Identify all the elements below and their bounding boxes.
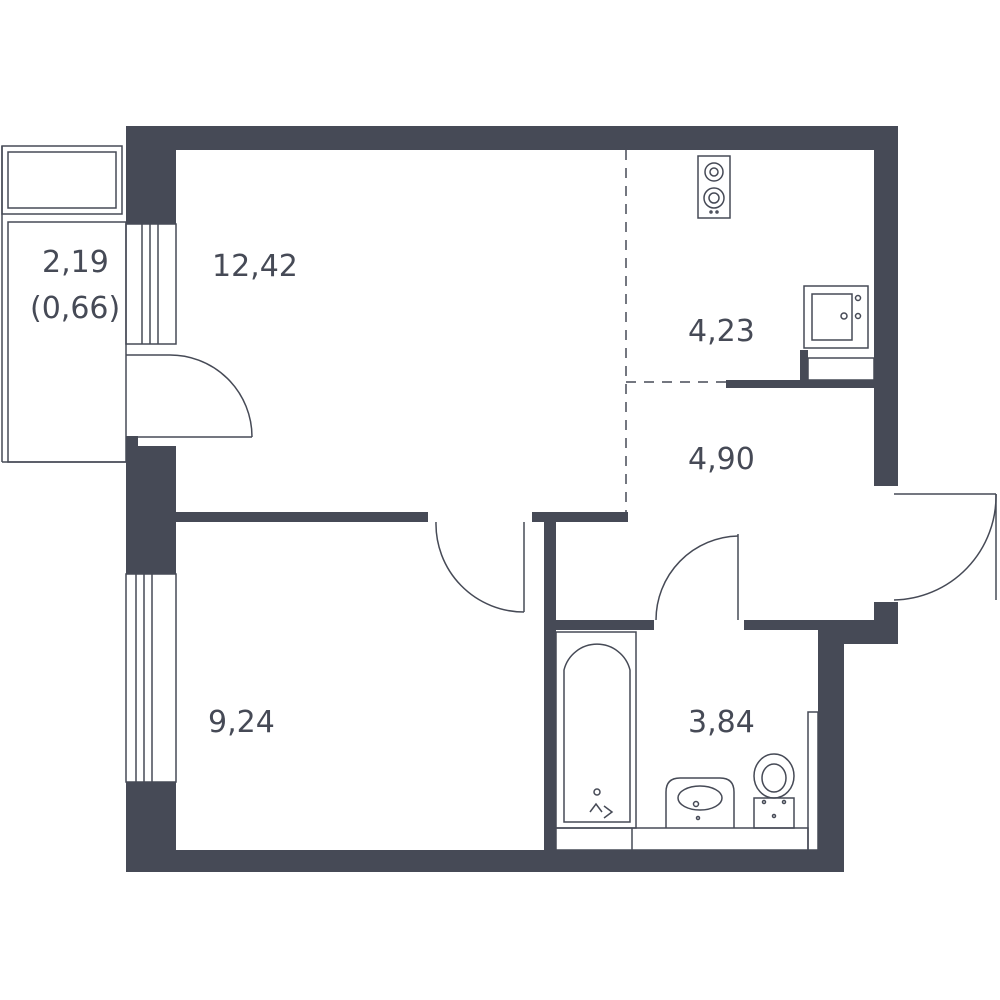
partition-living-bedroom <box>176 512 428 522</box>
toilet-icon <box>753 753 795 829</box>
walls <box>126 126 898 872</box>
balcony-area: 2,19 <box>42 245 109 280</box>
washbasin-icon <box>665 777 735 828</box>
right-wall-upper <box>874 126 898 486</box>
right-wall-bottom <box>818 620 844 872</box>
left-wall-middle <box>126 446 176 574</box>
doors <box>126 354 997 621</box>
kitchen-niche <box>800 350 808 386</box>
left-wall-door-jamb <box>126 436 138 448</box>
hallway-area: 4,90 <box>688 442 755 477</box>
door-bathroom <box>655 534 739 621</box>
bathroom-area: 3,84 <box>688 705 755 740</box>
balcony-area-coef: (0,66) <box>30 291 120 326</box>
window-bathroom-side <box>807 711 819 851</box>
bathroom-counter <box>555 827 809 851</box>
bathtub-icon <box>555 631 637 829</box>
living-room-area: 12,42 <box>212 249 298 284</box>
kitchen-area: 4,23 <box>688 314 755 349</box>
window-bedroom <box>125 573 177 783</box>
partition-bathroom-left <box>544 512 556 872</box>
windows <box>125 223 819 851</box>
door-balcony <box>126 354 253 438</box>
partition-hall-stub <box>532 512 628 522</box>
door-entrance <box>893 493 997 601</box>
partition-bathroom-top-left <box>544 620 654 630</box>
top-wall <box>126 126 898 150</box>
stove-icon <box>697 155 731 219</box>
zone-separators <box>625 150 726 512</box>
window-living <box>125 223 177 345</box>
partition-bathroom-top-right <box>744 620 844 630</box>
door-bedroom <box>435 521 525 613</box>
sink-icon <box>803 285 869 349</box>
bedroom-area: 9,24 <box>208 705 275 740</box>
left-wall-upper <box>126 126 176 224</box>
bottom-wall <box>126 850 844 872</box>
